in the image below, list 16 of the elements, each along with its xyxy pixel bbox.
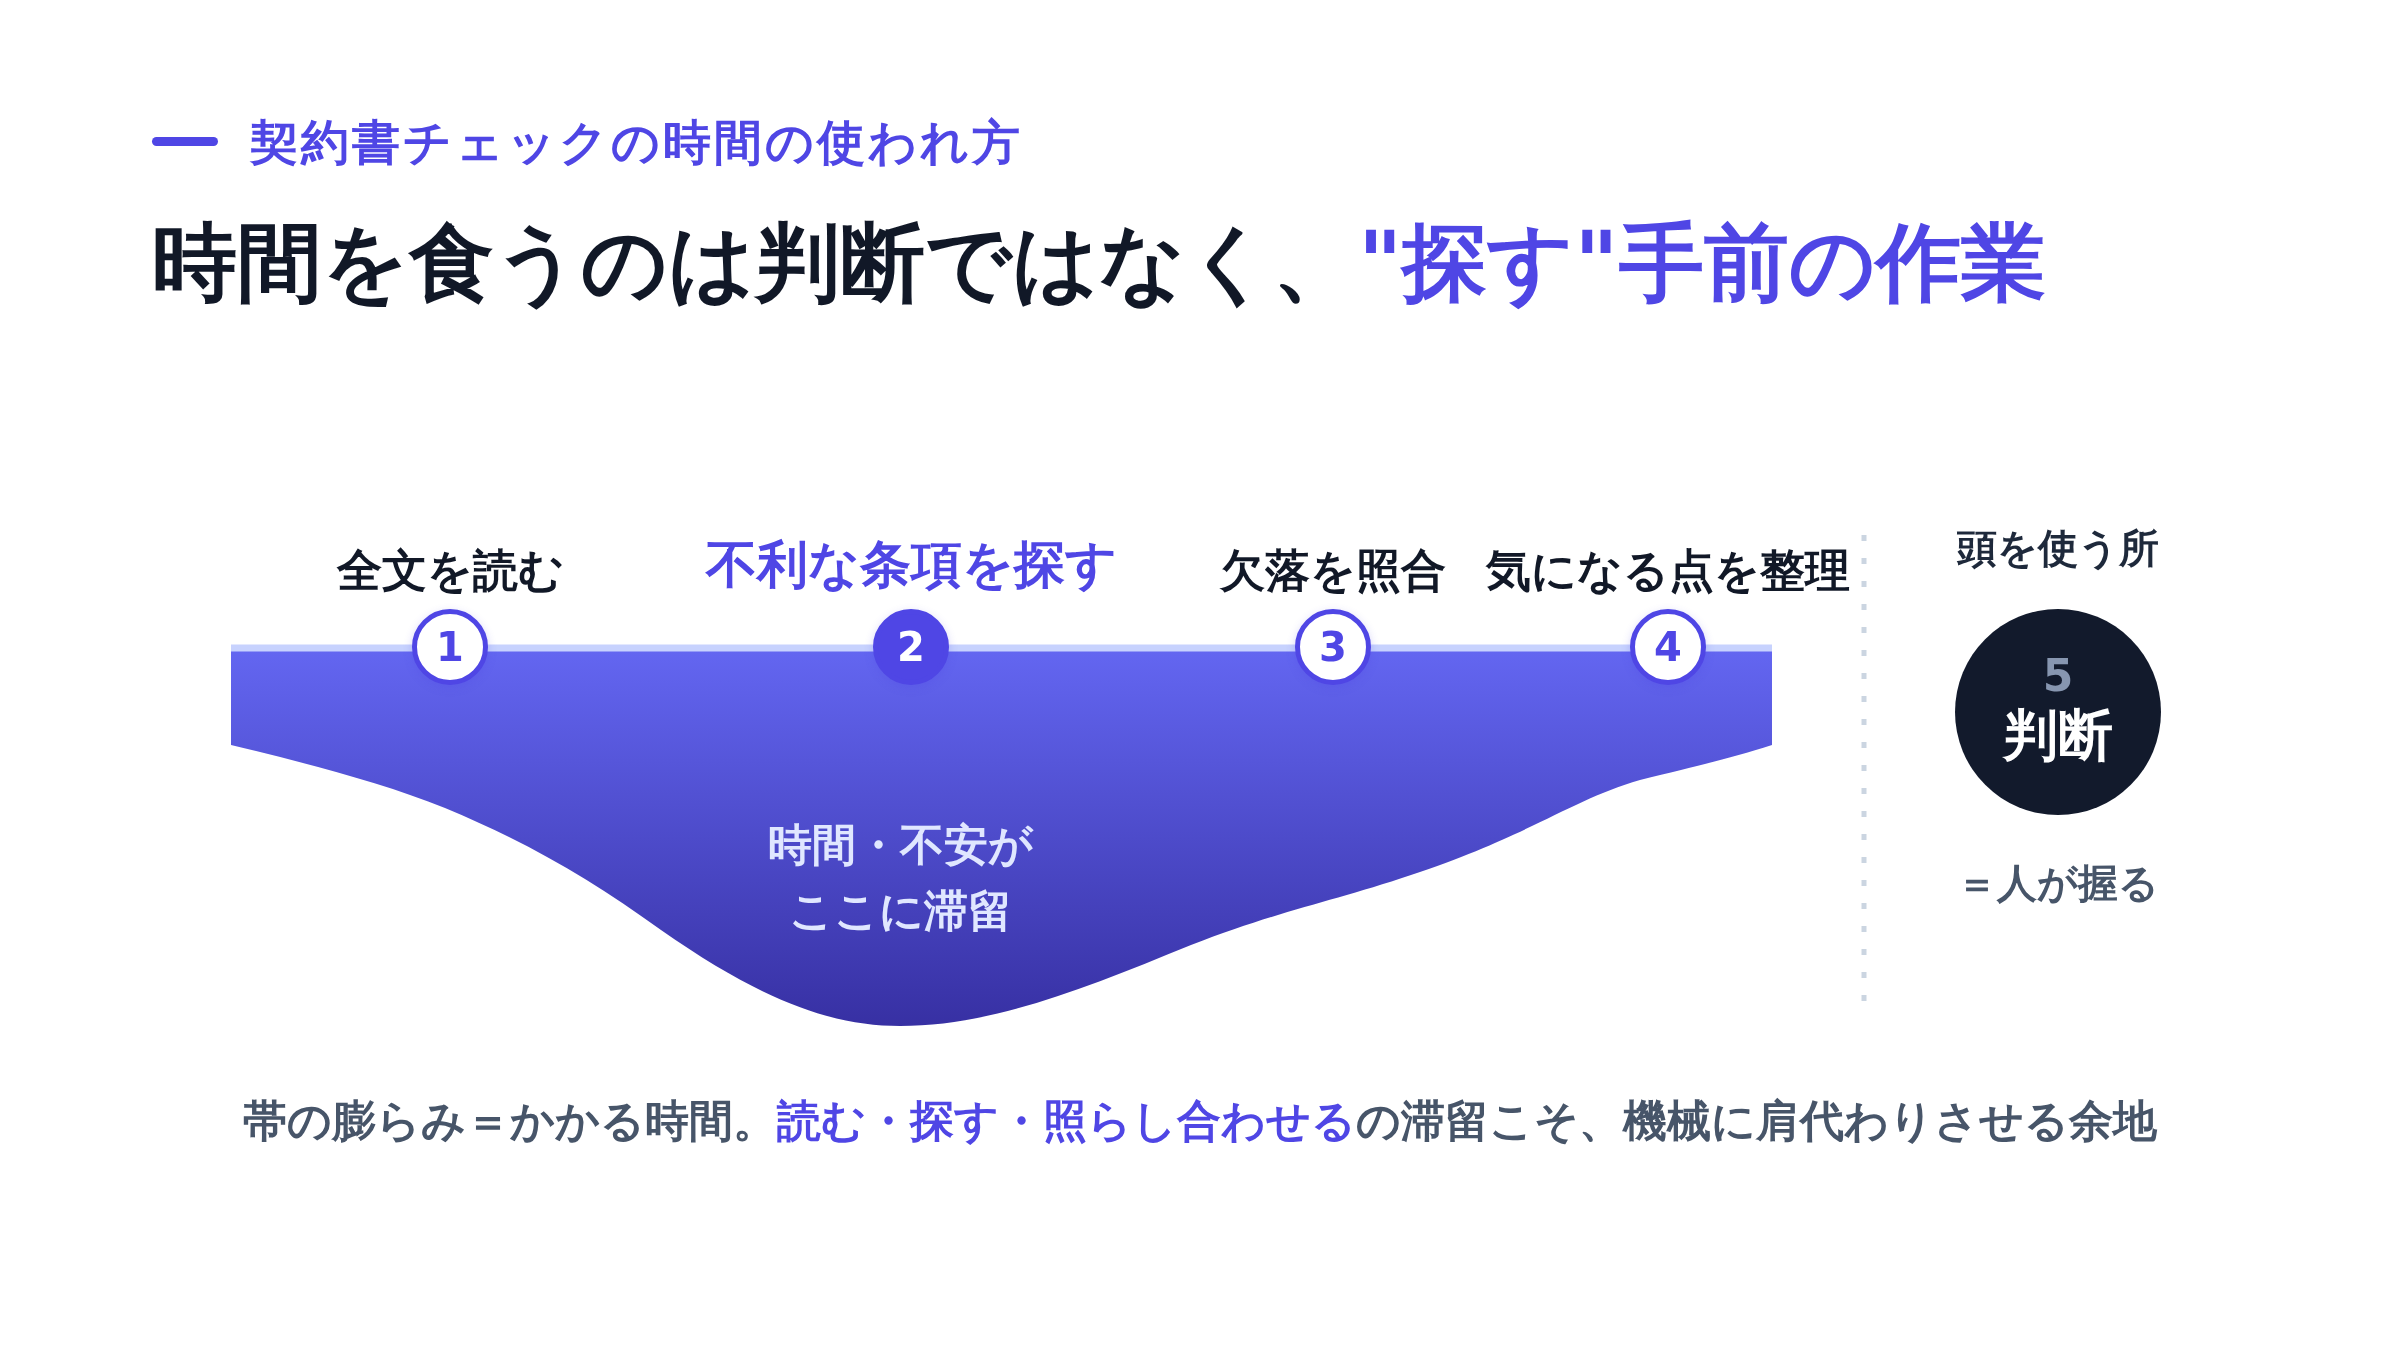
step-number: 3 (1319, 625, 1347, 669)
judgment-label: 判断 (2003, 702, 2113, 768)
step-number: 5 (2042, 650, 2074, 702)
step-label: 気になる点を整理 (1486, 543, 1850, 599)
step-number: 4 (1654, 625, 1682, 669)
column-heading: 頭を使う所 (1957, 524, 2159, 573)
step-number: 1 (436, 625, 464, 669)
band-text: 時間・不安がここに滞留 (767, 818, 1035, 938)
caption: 帯の膨らみ＝かかる時間。読む・探す・照らし合わせるの滞留こそ、機械に肩代わりさせる余地 (243, 1094, 2157, 1148)
step-label: 欠落を照合 (1220, 543, 1446, 599)
step-label: 全文を読む (336, 543, 564, 599)
step-label: 不利な条項を探す (705, 534, 1117, 596)
note-text: ＝人が握る (1957, 859, 2159, 908)
title: 時間を食うのは判断ではなく、"探す"手前の作業 (152, 212, 2046, 314)
section-label: 契約書チェックの時間の使われ方 (250, 113, 1023, 172)
step-number: 2 (897, 625, 925, 669)
